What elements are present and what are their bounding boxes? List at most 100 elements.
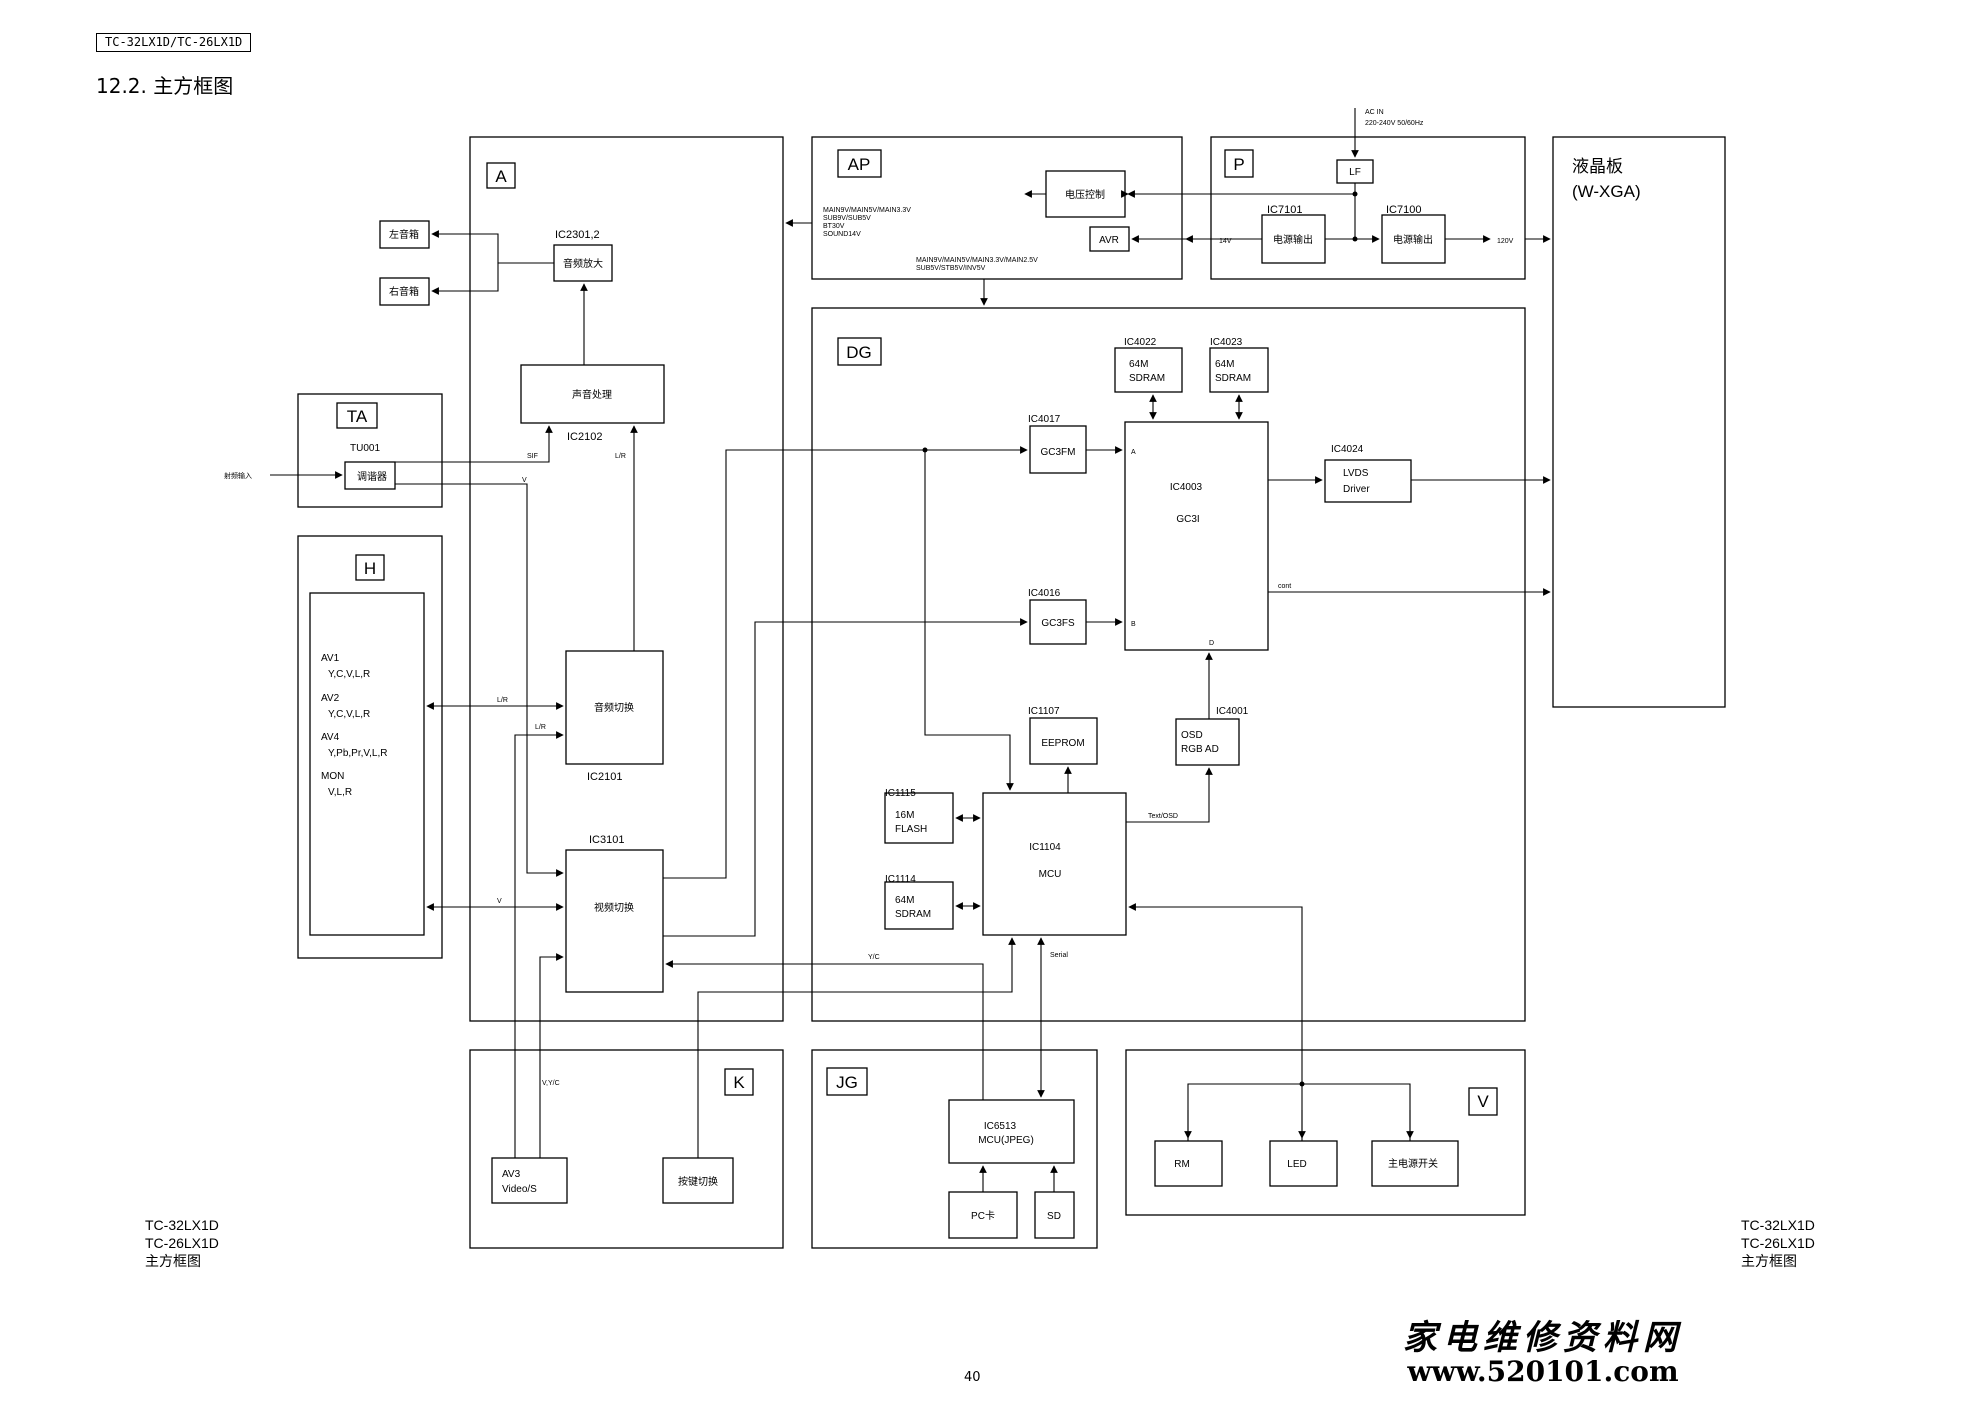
gc3fm: GC3FM xyxy=(1041,447,1076,458)
gc3fs: GC3FS xyxy=(1041,618,1075,629)
tuner: 调谐器 xyxy=(357,471,387,483)
lcd-panel-frame xyxy=(1552,136,1726,708)
mcu: MCU xyxy=(1039,869,1062,880)
watermark-url: www.520101.com xyxy=(1407,1355,1679,1388)
text-osd-signal: Text/OSD xyxy=(1148,813,1178,820)
board-h-inner xyxy=(309,592,425,936)
signal-lr-k: L/R xyxy=(535,724,546,731)
ic2102-label: IC2102 xyxy=(567,431,602,443)
board-jg-frame xyxy=(811,1049,1098,1249)
key-switch: 按键切换 xyxy=(678,1175,718,1188)
ic4022-size: 64M xyxy=(1129,359,1148,370)
board-dg-label: DG xyxy=(846,343,872,362)
page-number: 40 xyxy=(964,1370,981,1385)
ic2301-label: IC2301,2 xyxy=(555,229,600,241)
footer-right-model-1: TC-32LX1D xyxy=(1741,1217,1815,1233)
mon-name: MON xyxy=(321,771,344,782)
av2-signals: Y,C,V,L,R xyxy=(328,709,370,720)
mcu-jpeg: MCU(JPEG) xyxy=(978,1135,1034,1146)
footer-left-model-2: TC-26LX1D xyxy=(145,1235,219,1251)
av1-name: AV1 xyxy=(321,653,340,664)
ic2101-label: IC2101 xyxy=(587,771,622,783)
board-h-frame xyxy=(297,535,443,959)
ac-spec: 220-240V 50/60Hz xyxy=(1365,120,1424,127)
footer-note-left: TC-32LX1D TC-26LX1D 主方框图 xyxy=(145,1216,219,1270)
board-a-label: A xyxy=(495,167,507,186)
ic4023-type: SDRAM xyxy=(1215,373,1251,384)
board-v-label: V xyxy=(1477,1092,1489,1111)
watermark-site-name: 家电维修资料网 xyxy=(1403,1318,1683,1358)
tu001-label: TU001 xyxy=(350,443,380,454)
av3-signals: Video/S xyxy=(502,1184,537,1195)
ic7100-label: IC7100 xyxy=(1386,204,1421,216)
v14: 14V xyxy=(1219,238,1232,245)
sd-card: SD xyxy=(1047,1211,1061,1222)
mon-signals: V,L,R xyxy=(328,787,352,798)
av4-signals: Y,Pb,Pr,V,L,R xyxy=(328,748,388,759)
ic1114-label: IC1114 xyxy=(885,874,916,885)
audio-amp: 音频放大 xyxy=(563,257,603,270)
ic4023-size: 64M xyxy=(1215,359,1234,370)
rail-bottom-1: MAIN9V/MAIN5V/MAIN3.3V/MAIN2.5V xyxy=(916,257,1038,264)
ic4001-label: IC4001 xyxy=(1216,706,1249,717)
port-b: B xyxy=(1131,621,1136,628)
main-power-switch: 主电源开关 xyxy=(1388,1157,1438,1170)
rail-left-1: MAIN9V/MAIN5V/MAIN3.3V xyxy=(823,207,911,214)
signal-lr-h: L/R xyxy=(497,697,508,704)
footer-right-caption: 主方框图 xyxy=(1741,1253,1797,1269)
board-dg-frame xyxy=(811,307,1526,1022)
ac-in: AC IN xyxy=(1365,109,1384,116)
signal-vyc: V,Y/C xyxy=(542,1080,560,1087)
ic6513-label: IC6513 xyxy=(984,1121,1017,1132)
ic4016-label: IC4016 xyxy=(1028,588,1061,599)
footer-right-model-2: TC-26LX1D xyxy=(1741,1235,1815,1251)
right-speaker: 右音箱 xyxy=(389,285,419,298)
signal-v-h: V xyxy=(497,898,502,905)
watermark: 家电维修资料网 www.520101.com xyxy=(1398,1310,1688,1388)
ic1104-label: IC1104 xyxy=(1029,842,1061,853)
left-speaker: 左音箱 xyxy=(389,228,419,241)
signal-serial: Serial xyxy=(1050,952,1068,959)
board-ta-label: TA xyxy=(347,407,368,426)
gc3i: GC3I xyxy=(1176,514,1199,525)
ic4023-label: IC4023 xyxy=(1210,337,1243,348)
board-v-frame xyxy=(1125,1049,1526,1216)
rgb-ad: RGB AD xyxy=(1181,744,1219,755)
mcu-sdram-size: 64M xyxy=(895,895,914,906)
footer-left-model-1: TC-32LX1D xyxy=(145,1217,219,1233)
footer-note-right: TC-32LX1D TC-26LX1D 主方框图 xyxy=(1741,1216,1815,1270)
lcd-panel-title: 液晶板 xyxy=(1572,157,1623,176)
remote-receiver: RM xyxy=(1174,1159,1190,1170)
lcd-panel-resolution: (W-XGA) xyxy=(1572,182,1641,201)
board-ap-frame xyxy=(811,136,1183,280)
model-tag: TC-32LX1D/TC-26LX1D xyxy=(96,33,252,52)
av2-name: AV2 xyxy=(321,693,340,704)
ic4003-label: IC4003 xyxy=(1170,482,1203,493)
rail-bottom-2: SUB5V/STB5V/INV5V xyxy=(916,265,986,272)
mcu-sdram: SDRAM xyxy=(895,909,931,920)
ic4017-label: IC4017 xyxy=(1028,414,1061,425)
v120: 120V xyxy=(1497,238,1514,245)
av1-signals: Y,C,V,L,R xyxy=(328,669,370,680)
port-a: A xyxy=(1131,449,1136,456)
section-title: 12.2. 主方框图 xyxy=(96,74,234,98)
ic7101-label: IC7101 xyxy=(1267,204,1302,216)
osd: OSD xyxy=(1181,730,1203,741)
board-ap-label: AP xyxy=(848,155,871,174)
lvds: LVDS xyxy=(1343,468,1369,479)
rail-left-4: SOUND14V xyxy=(823,231,861,238)
rf-input: 射频输入 xyxy=(224,471,252,480)
lf-filter: LF xyxy=(1349,167,1361,178)
ic4024-label: IC4024 xyxy=(1331,444,1364,455)
flash: FLASH xyxy=(895,824,927,835)
board-p-label: P xyxy=(1233,155,1244,174)
signal-yc: Y/C xyxy=(868,954,880,961)
board-a-frame xyxy=(469,136,784,1022)
video-switch: 视频切换 xyxy=(594,901,634,914)
ic4022-label: IC4022 xyxy=(1124,337,1157,348)
eeprom: EEPROM xyxy=(1041,738,1084,749)
board-ta-frame xyxy=(297,393,443,508)
rail-left-3: BT30V xyxy=(823,223,845,230)
power-output-1: 电源输出 xyxy=(1273,233,1313,246)
